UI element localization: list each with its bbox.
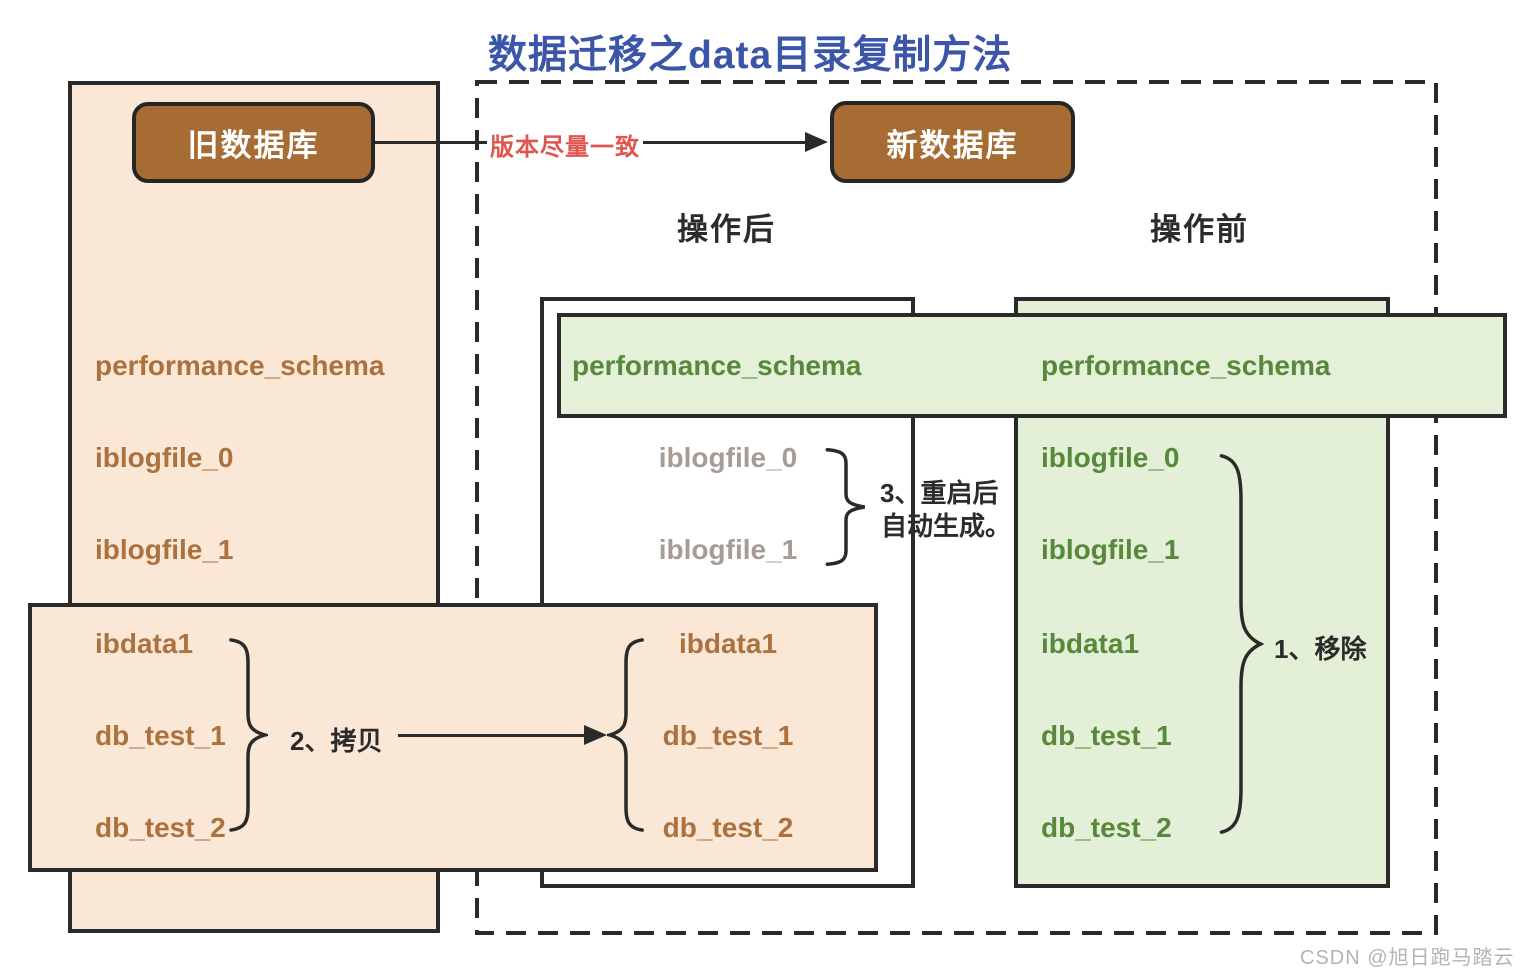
dashed-container-border — [475, 80, 1438, 935]
schema-row-after: performance_schema — [572, 350, 862, 381]
regen-file-row: iblogfile_1 — [658, 534, 798, 565]
old-db-data-file-row: ibdata1 — [95, 628, 194, 659]
copy-arrow-line — [398, 734, 585, 737]
copied-file-row: db_test_2 — [662, 812, 794, 843]
remove-note-label: 1、移除 — [1274, 634, 1367, 664]
regen-file-row: iblogfile_0 — [658, 442, 798, 473]
remove-brace-icon — [1218, 450, 1264, 838]
old-db-data-file-row: db_test_1 — [95, 720, 226, 751]
before-file-row: iblogfile_1 — [1041, 534, 1180, 565]
schema-row-before: performance_schema — [1041, 350, 1331, 381]
before-panel-header: 操作前 — [1150, 212, 1249, 247]
version-note-label: 版本尽量一致 — [487, 127, 643, 162]
copy-source-brace-icon — [228, 637, 268, 833]
old-db-file-row: iblogfile_0 — [95, 442, 234, 473]
old-db-file-row: iblogfile_1 — [95, 534, 234, 565]
old-db-file-row: performance_schema — [95, 350, 385, 381]
watermark: CSDN @旭日跑马踏云飞 — [1300, 947, 1515, 969]
page-title: 数据迁移之data目录复制方法 — [488, 34, 1013, 77]
copied-file-row: db_test_1 — [662, 720, 794, 751]
regen-note-line2: 自动生成。 — [881, 511, 1012, 541]
regen-brace-icon — [824, 448, 868, 566]
copy-files-box — [28, 603, 878, 872]
copy-arrowhead-icon — [584, 725, 607, 745]
copied-file-row: ibdata1 — [678, 628, 778, 659]
new-db-button: 新数据库 — [830, 101, 1075, 183]
copy-target-brace-icon — [607, 637, 645, 833]
before-file-row: iblogfile_0 — [1041, 442, 1180, 473]
old-db-data-file-row: db_test_2 — [95, 812, 226, 843]
after-panel-header: 操作后 — [677, 212, 776, 247]
before-file-row: ibdata1 — [1041, 628, 1140, 659]
migration-arrowhead-icon — [805, 132, 828, 152]
copy-note-label: 2、拷贝 — [290, 726, 383, 756]
before-file-row: db_test_1 — [1041, 720, 1172, 751]
schema-band — [557, 313, 1507, 418]
before-file-row: db_test_2 — [1041, 812, 1172, 843]
regen-note-line1: 3、重启后 — [880, 478, 999, 508]
old-db-button: 旧数据库 — [132, 102, 375, 183]
